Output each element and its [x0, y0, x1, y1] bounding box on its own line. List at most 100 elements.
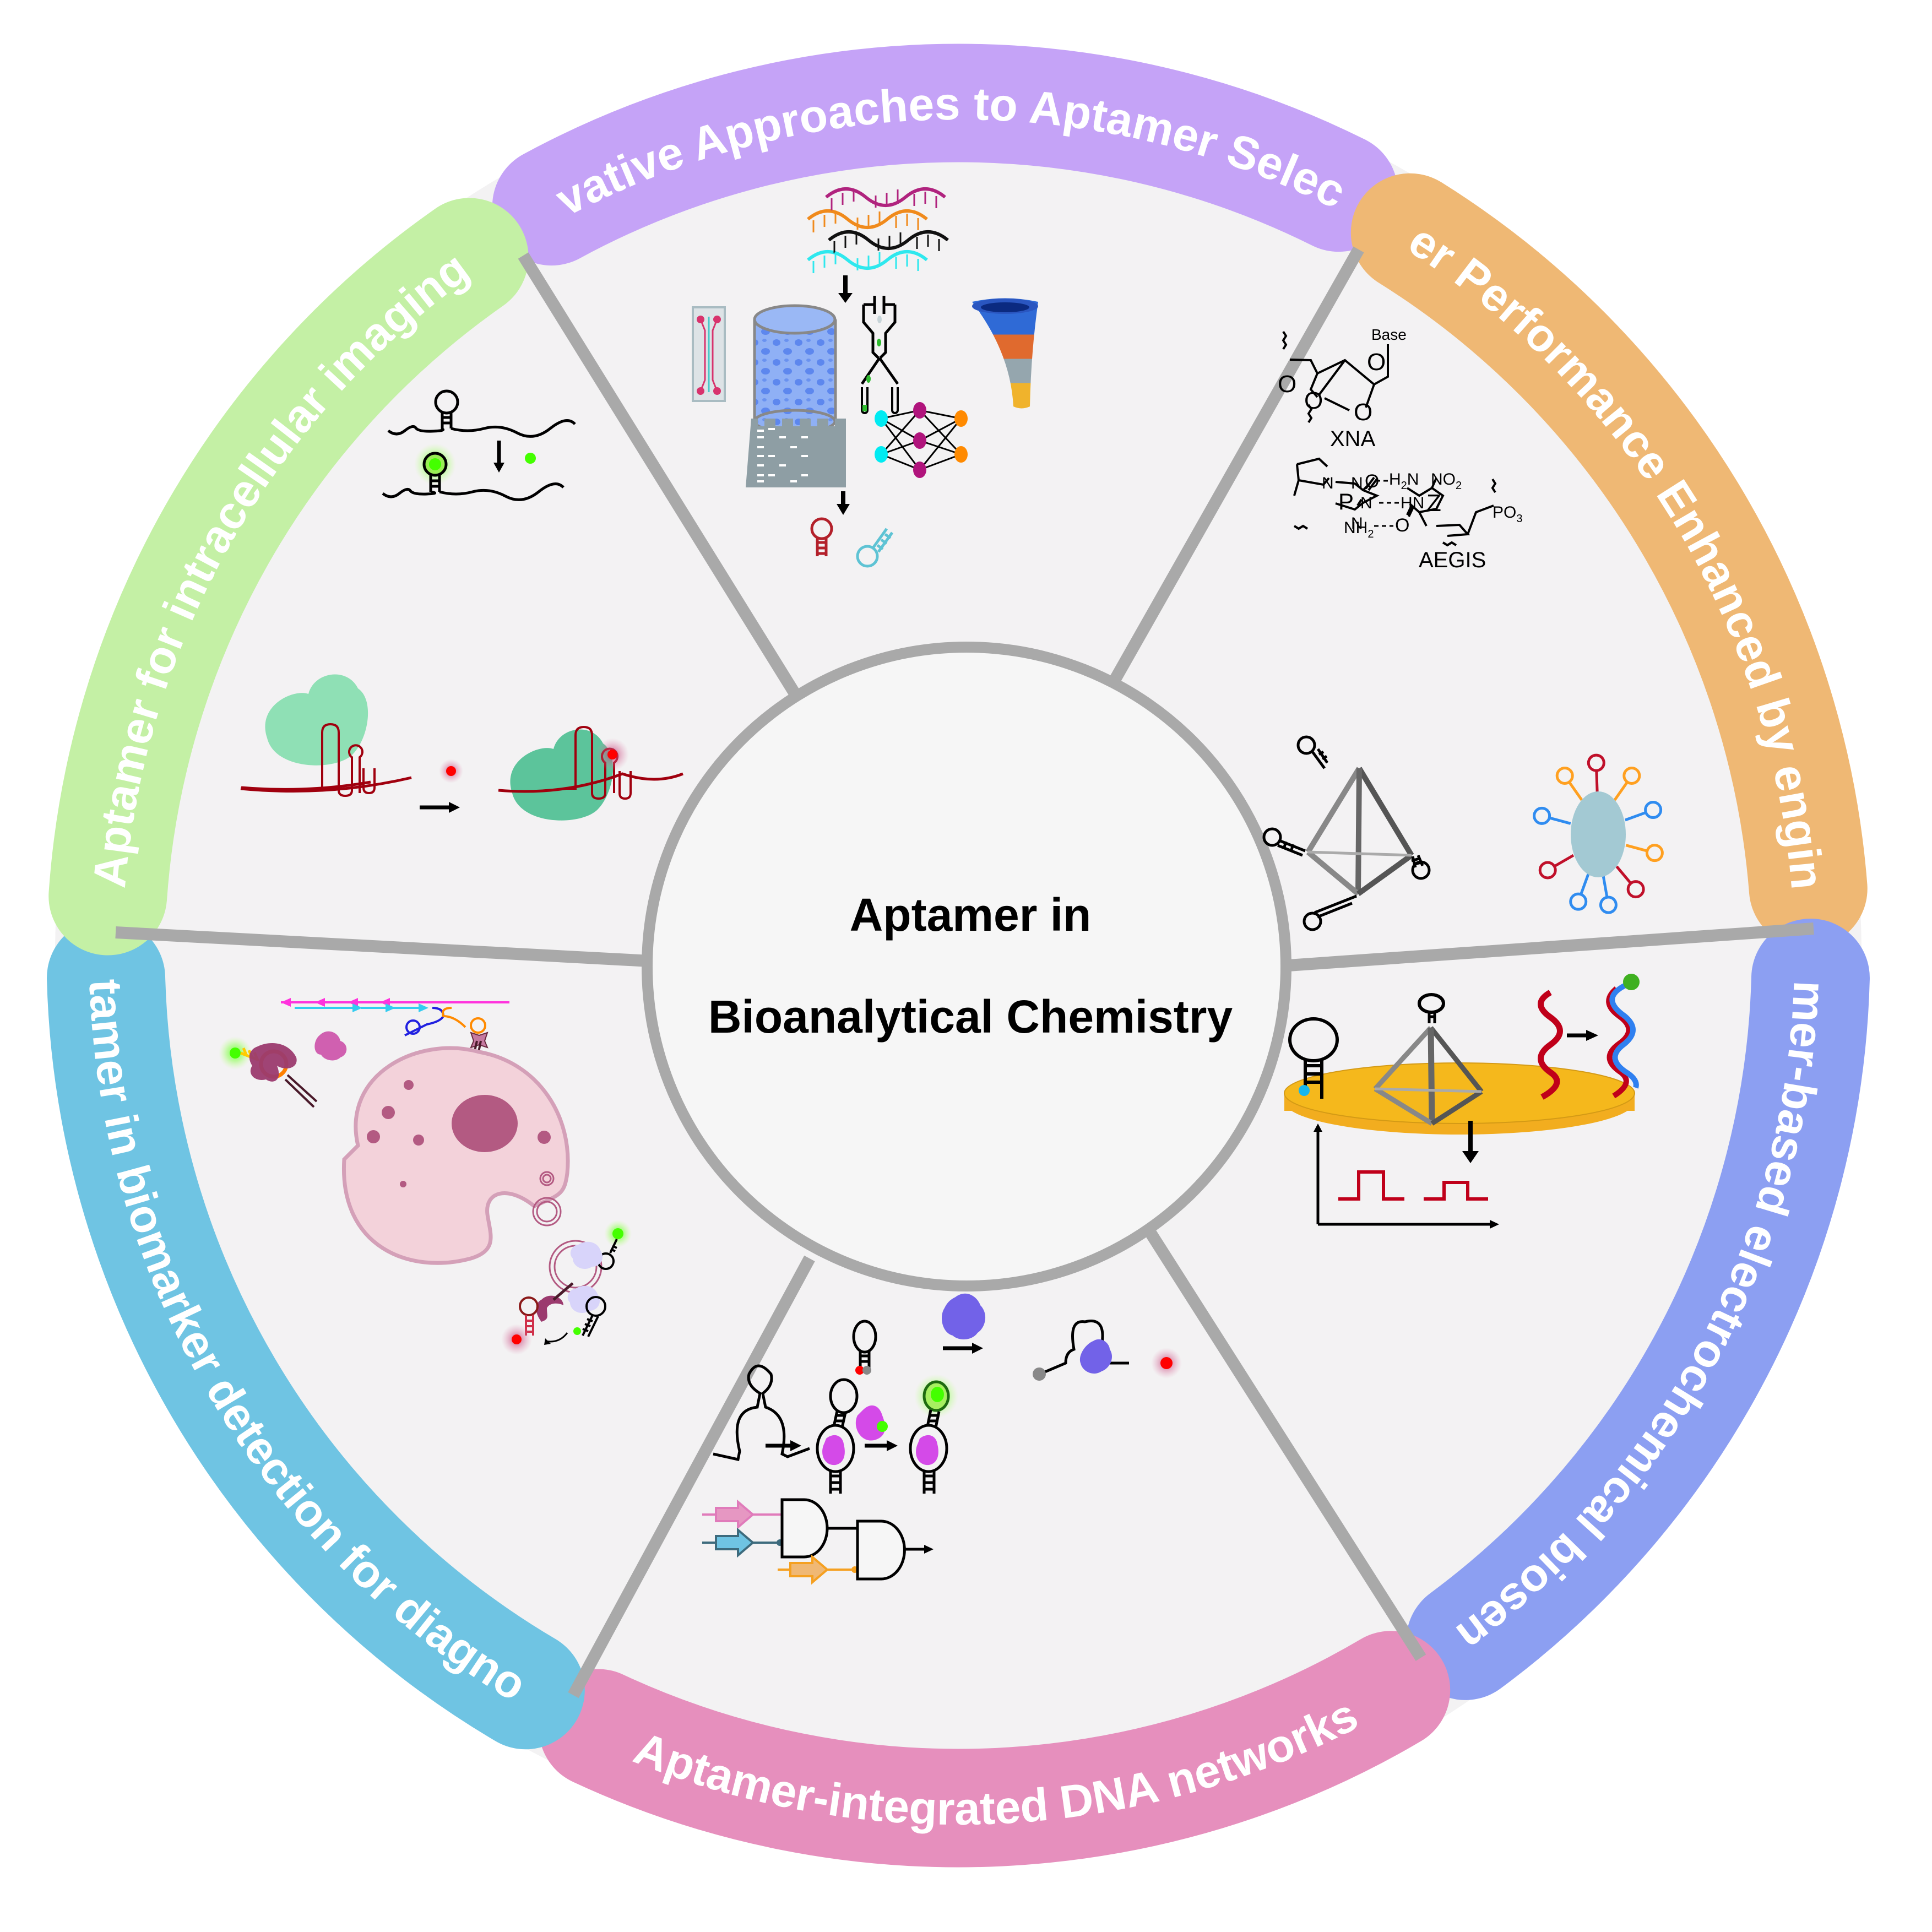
np-aptamer-loop	[1569, 892, 1588, 911]
divider-bottom-right	[1146, 1230, 1426, 1661]
fluorophore-green-dot	[525, 453, 536, 464]
banner-imaging	[48, 198, 529, 956]
arrow-down-icon	[493, 441, 504, 473]
atom-h2n: H2N	[1389, 470, 1419, 492]
banner-biomarker	[47, 919, 585, 1750]
divider-right	[1280, 922, 1814, 972]
np-aptamer-stem	[1613, 781, 1629, 801]
panel-electrochemical	[1284, 974, 1640, 1229]
np-aptamer-stem	[1549, 816, 1571, 825]
arrow-right-icon	[943, 1343, 983, 1354]
center-hub: Aptamer in Bioanalytical Chemistry	[642, 642, 1291, 1291]
arrow-down-icon	[838, 275, 853, 303]
np-aptamer-stem	[1625, 811, 1647, 822]
target-protein-blue	[942, 1293, 986, 1339]
np-aptamer-loop	[1626, 880, 1645, 899]
atom-nh2: NH2	[1344, 519, 1374, 540]
panel-biomarker	[219, 998, 632, 1355]
arrow-right-icon	[420, 802, 460, 813]
aptamer-hairpin-cyan-icon	[856, 528, 894, 568]
xna-label: XNA	[1330, 427, 1376, 451]
section-dividers	[115, 246, 1814, 1698]
cell-nucleus	[452, 1095, 518, 1152]
opened-beacon-icon	[1033, 1320, 1182, 1381]
exosome-detection-icon	[501, 1220, 632, 1355]
atom-po3: PO3	[1493, 503, 1522, 525]
light-up-aptamer-off-icon	[387, 389, 576, 438]
gel-electrophoresis-icon	[746, 419, 846, 487]
input-arrow-blue	[702, 1527, 783, 1558]
np-aptamer-stem	[1580, 873, 1590, 895]
center-title-line1: Aptamer in	[850, 889, 1092, 941]
hairpin-probe-icon	[1288, 1017, 1339, 1099]
signal-peak-low	[1424, 1181, 1488, 1201]
banner-dna-networks	[539, 1631, 1451, 1868]
divider-left	[115, 926, 650, 967]
panel-engineering: O O O O Base XNA O H2N NO2 N N N N P HN	[1262, 326, 1664, 931]
aegis-p-label: P	[1338, 489, 1354, 514]
rna-protein-complex-after-icon	[498, 725, 683, 821]
np-aptamer-loop	[1622, 767, 1641, 785]
cell-icon	[342, 1046, 603, 1294]
panel-imaging	[240, 389, 683, 821]
np-aptamer-loop	[1538, 861, 1557, 880]
fluorophore-green-dot	[877, 1421, 888, 1432]
dsdna-probe-icon	[1606, 974, 1640, 1099]
dna-tetrahedron-icon	[1262, 735, 1431, 931]
atom-hn: HN	[1401, 494, 1424, 512]
divider-bottom-left	[568, 1255, 815, 1698]
dna-library-icon	[807, 187, 949, 273]
atom-o: O	[1395, 515, 1409, 536]
arrow-right-icon	[865, 1440, 898, 1451]
atom-n: N	[1351, 514, 1363, 533]
np-aptamer-loop	[1533, 806, 1551, 825]
rna-protein-complex-before-icon	[240, 674, 412, 797]
divider-top-left	[518, 252, 803, 701]
aegis-z-label: Z	[1426, 490, 1441, 517]
fluorophore-red-core	[446, 766, 456, 776]
np-aptamer-loop	[1644, 801, 1663, 820]
banner-engineering	[1350, 173, 1868, 948]
cell-sorter-icon	[860, 296, 899, 414]
input-arrow-pink	[702, 1499, 782, 1530]
center-title-line2: Bioanalytical Chemistry	[708, 991, 1233, 1043]
divider-top-right	[1110, 246, 1364, 682]
aegis-structure	[1293, 457, 1497, 547]
split-aptamer-icon	[713, 1364, 810, 1461]
gold-electrode	[1284, 1062, 1635, 1135]
signal-peak-high	[1338, 1170, 1404, 1201]
aptamer-receptor-binding-icon	[219, 1036, 318, 1108]
arrow-right-icon	[1567, 1030, 1598, 1041]
atom-o: O	[1278, 371, 1296, 398]
target-protein-magenta	[855, 1405, 885, 1441]
light-up-aptamer-on-icon	[382, 443, 565, 501]
atom-o: O	[1365, 471, 1379, 492]
input-arrow-orange	[778, 1554, 858, 1585]
target-protein-magenta	[822, 1435, 845, 1466]
np-aptamer-stem	[1615, 865, 1632, 884]
np-aptamer-loop	[1587, 753, 1605, 772]
output-arrow-icon	[924, 1545, 934, 1554]
atom-n: N	[1322, 474, 1334, 492]
panel-selection	[692, 187, 1038, 568]
neural-network-icon	[875, 402, 968, 478]
np-aptamer-stem	[1625, 844, 1648, 853]
signal-plot	[1314, 1124, 1499, 1229]
arrow-down-icon	[837, 491, 850, 515]
hydrogen-bond-arrows	[1371, 480, 1399, 527]
logic-gate-circuit	[702, 1498, 934, 1585]
microfluidic-chip-icon	[692, 306, 726, 402]
atom-o: O	[1304, 387, 1323, 414]
atom-o: O	[1367, 349, 1386, 376]
atom-o: O	[1354, 399, 1372, 426]
np-aptamer-loop	[1555, 767, 1574, 785]
atom-no2: NO2	[1431, 470, 1462, 492]
atom-n: N	[1351, 474, 1363, 492]
np-aptamer-stem	[1602, 875, 1609, 898]
and-gate-1	[780, 1498, 829, 1559]
atom-n: N	[1360, 494, 1372, 512]
np-aptamer-stem	[1554, 854, 1575, 868]
arrow-right-icon	[766, 1440, 801, 1451]
bound-aptamer-icon	[816, 1378, 859, 1494]
